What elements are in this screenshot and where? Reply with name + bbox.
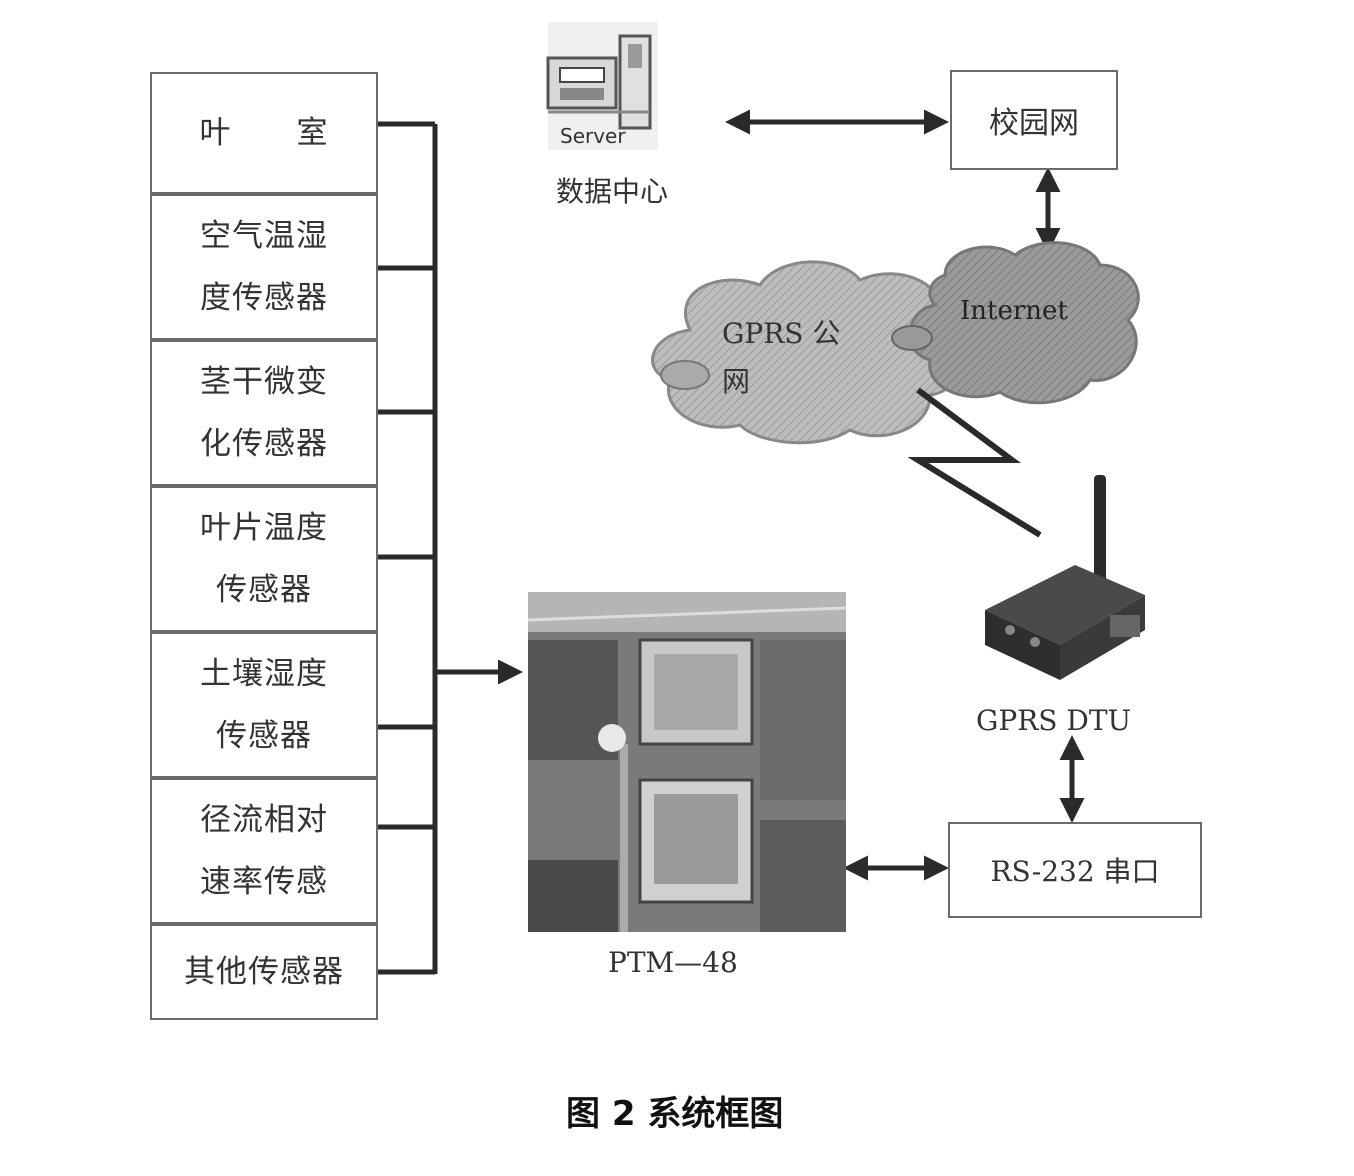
sensor-leaf-temp: 叶片温度 传感器: [150, 486, 378, 632]
ptm-48-label: PTM—48: [608, 946, 738, 979]
gprs-dtu-icon: [985, 475, 1145, 680]
data-center-label: 数据中心: [556, 175, 669, 208]
server-icon-label: Server: [560, 124, 626, 148]
rs232-box: RS-232 串口: [948, 822, 1202, 918]
sensor-label: 叶 室: [199, 115, 329, 151]
sensor-label: 速率传感: [200, 864, 328, 900]
sensor-label: 土壤湿度: [200, 656, 328, 692]
sensor-label: 度传感器: [200, 280, 328, 316]
sensor-other: 其他传感器: [150, 924, 378, 1020]
sensor-label: 茎干微变: [200, 364, 328, 400]
gprs-cloud-icon: [651, 260, 965, 445]
sensor-stem-variation: 茎干微变 化传感器: [150, 340, 378, 486]
internet-cloud-label: Internet: [960, 296, 1068, 326]
wireless-link-icon: [907, 387, 1042, 538]
gprs-cloud-label-2: 网: [722, 365, 751, 398]
sensor-label: 空气温湿: [200, 218, 328, 254]
sensor-leaf-chamber: 叶 室: [150, 72, 378, 194]
rs232-label: RS-232 串口: [990, 855, 1160, 888]
internet-cloud-icon: [891, 241, 1140, 405]
sensor-label: 其他传感器: [184, 954, 344, 990]
ptm-48-photo: [527, 592, 847, 932]
sensor-soil-humidity: 土壤湿度 传感器: [150, 632, 378, 778]
sensor-label: 化传感器: [200, 426, 328, 462]
sensor-sap-flow: 径流相对 速率传感: [150, 778, 378, 924]
server-icon: [546, 22, 658, 150]
sensor-label: 传感器: [216, 572, 312, 608]
sensor-air-temp-humidity: 空气温湿 度传感器: [150, 194, 378, 340]
figure-caption: 图 2 系统框图: [566, 1094, 784, 1134]
sensor-label: 传感器: [216, 718, 312, 754]
campus-network-label: 校园网: [989, 106, 1079, 141]
sensor-label: 叶片温度: [200, 510, 328, 546]
gprs-dtu-label: GPRS DTU: [976, 704, 1132, 737]
sensor-bus: [378, 121, 438, 975]
gprs-cloud-label: GPRS 公: [722, 317, 841, 350]
campus-network-box: 校园网: [950, 70, 1118, 170]
sensor-label: 径流相对: [200, 802, 328, 838]
